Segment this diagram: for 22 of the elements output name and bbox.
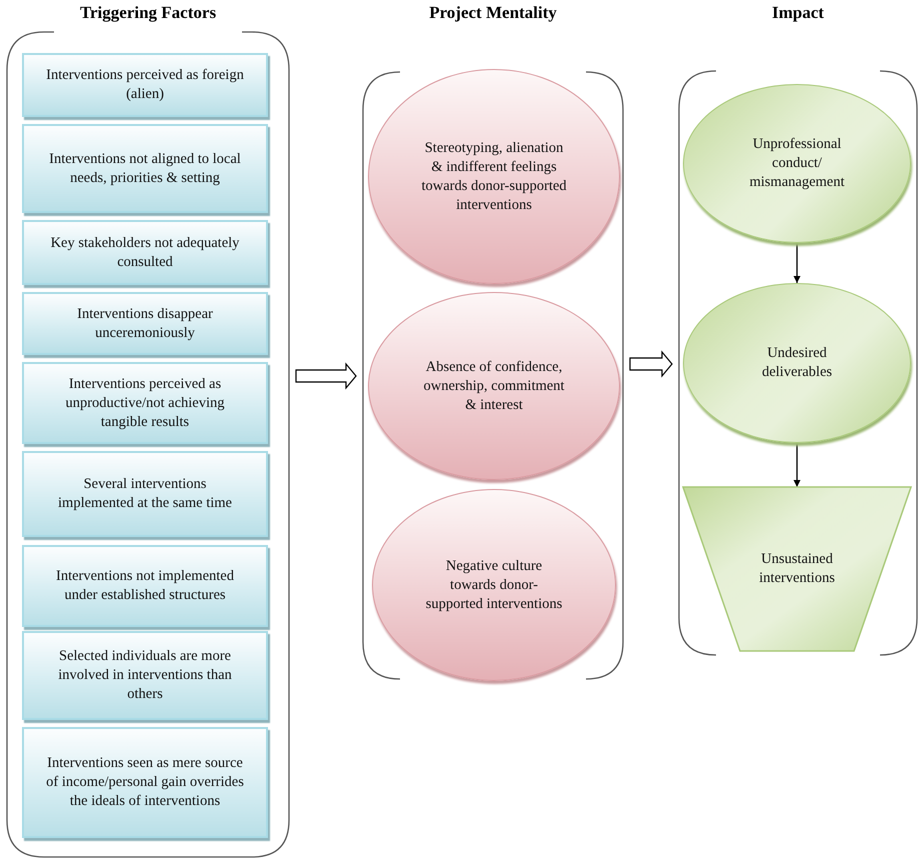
block-arrow [295, 362, 357, 390]
factor-box: Interventions seen as mere source of income/personal gain overrides the ideals of interventions [22, 727, 268, 838]
ellipse: Unprofessional conduct/ mismanagement [683, 84, 911, 243]
arrow [794, 243, 800, 283]
factor-box: Interventions not aligned to local needs, priorities & setting [22, 124, 268, 213]
arrow [794, 443, 800, 487]
factor-box: Interventions perceived as foreign (alien) [22, 53, 268, 117]
factor-box: Key stakeholders not adequately consulted [22, 220, 268, 285]
ellipse: Negative culture towards donor-supported interventions [372, 489, 616, 681]
column-heading: Triggering Factors [78, 2, 218, 24]
column-heading: Project Mentality [428, 2, 558, 24]
ellipse: Undesired deliverables [683, 283, 911, 443]
ellipse: Stereotyping, alienation & indifferent feelings towards donor-supported interventions [368, 69, 620, 284]
factor-box: Several interventions implemented at the same time [22, 451, 268, 537]
factor-box: Interventions disappear unceremoniously [22, 292, 268, 355]
factor-box: Selected individuals are more involved in interventions than others [22, 631, 268, 720]
column-heading: Impact [771, 2, 825, 24]
factor-box: Interventions not implemented under established structures [22, 545, 268, 627]
trapezoid: Unsustained interventions [683, 487, 911, 651]
block-arrow [629, 350, 673, 378]
ellipse: Absence of confidence, ownership, commitment & interest [368, 292, 620, 480]
factor-box: Interventions perceived as unproductive/not achieving tangible results [22, 362, 268, 444]
